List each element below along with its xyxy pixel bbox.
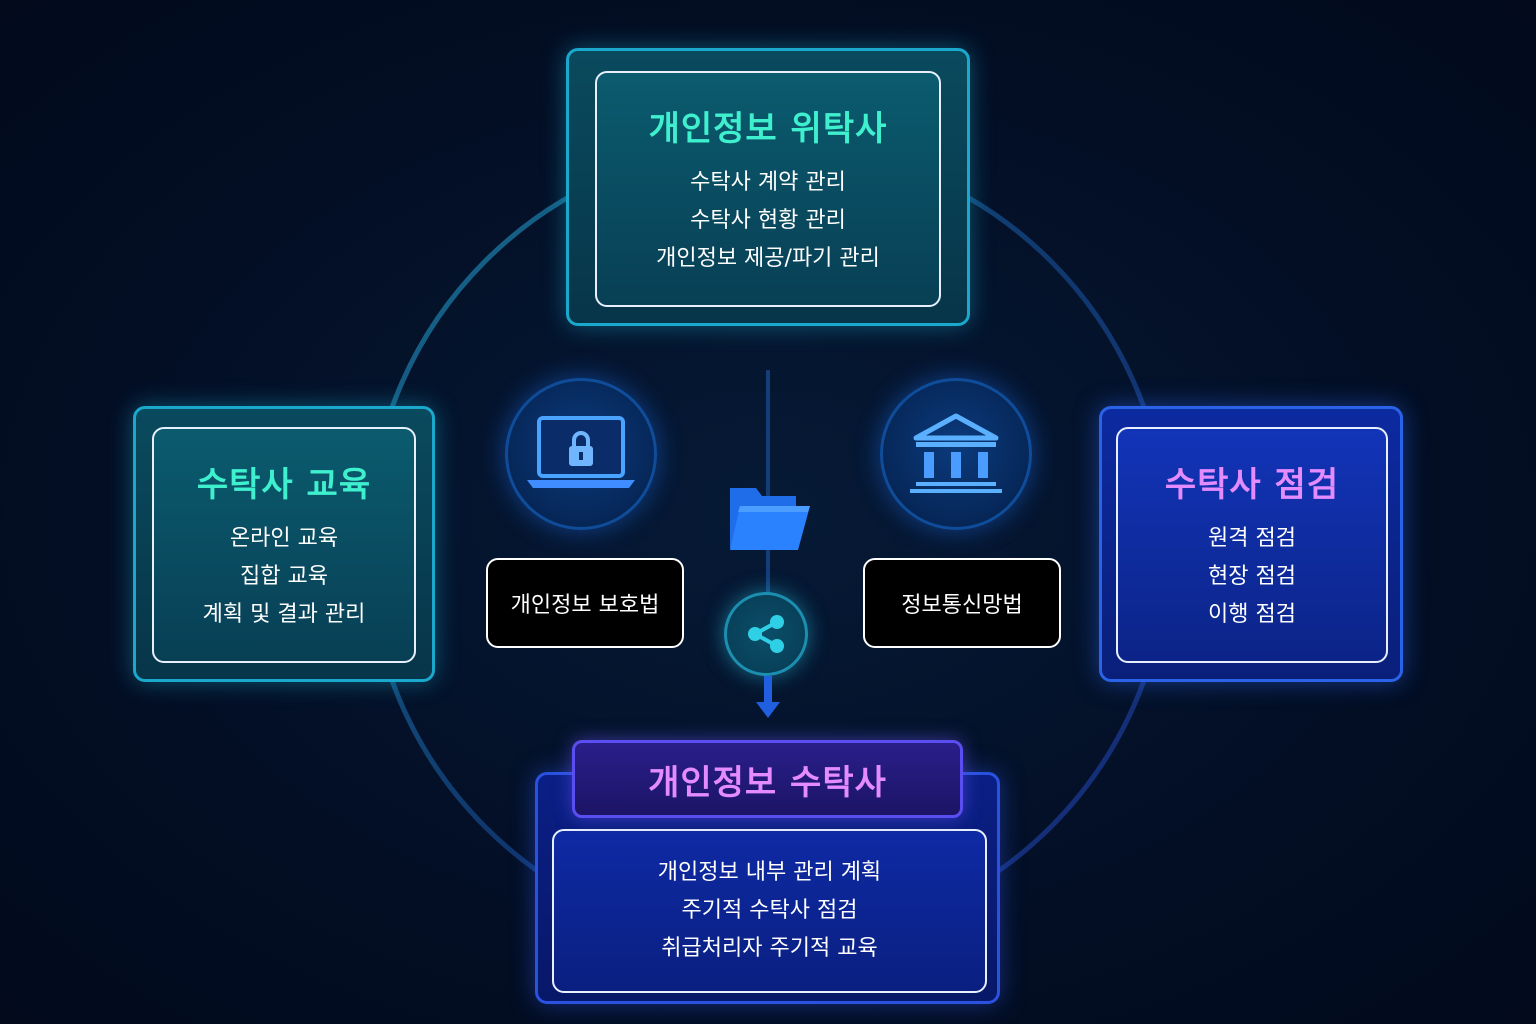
trustee-education-item: 계획 및 결과 관리 bbox=[202, 601, 366, 627]
share-icon bbox=[724, 592, 808, 676]
folder-icon bbox=[730, 488, 810, 550]
trustee-panel: 개인정보 내부 관리 계획 주기적 수탁사 점검 취급처리자 주기적 교육 bbox=[552, 829, 987, 993]
government-building-icon bbox=[880, 378, 1032, 530]
trustee-inspection-panel: 수탁사 점검 원격 점검 현장 점검 이행 점검 bbox=[1116, 427, 1388, 663]
consignor-box: 개인정보 위탁사 수탁사 계약 관리 수탁사 현황 관리 개인정보 제공/파기 … bbox=[566, 48, 970, 326]
trustee-title-bar: 개인정보 수탁사 bbox=[572, 740, 963, 818]
trustee-inspection-box: 수탁사 점검 원격 점검 현장 점검 이행 점검 bbox=[1099, 406, 1403, 682]
trustee-education-item: 온라인 교육 bbox=[229, 525, 339, 551]
network-act-label: 정보통신망법 bbox=[863, 558, 1061, 648]
privacy-act-label: 개인정보 보호법 bbox=[486, 558, 684, 648]
consignor-item: 수탁사 현황 관리 bbox=[690, 207, 846, 233]
trustee-title: 개인정보 수탁사 bbox=[648, 762, 887, 803]
arrow-down-icon bbox=[756, 676, 780, 718]
consignor-panel: 개인정보 위탁사 수탁사 계약 관리 수탁사 현황 관리 개인정보 제공/파기 … bbox=[595, 71, 941, 307]
trustee-inspection-item: 현장 점검 bbox=[1208, 563, 1296, 589]
trustee-item: 취급처리자 주기적 교육 bbox=[661, 936, 878, 961]
trustee-education-item: 집합 교육 bbox=[240, 563, 328, 589]
trustee-education-panel: 수탁사 교육 온라인 교육 집합 교육 계획 및 결과 관리 bbox=[152, 427, 416, 663]
consignor-title: 개인정보 위탁사 bbox=[648, 108, 888, 149]
privacy-act-text: 개인정보 보호법 bbox=[510, 593, 660, 618]
trustee-item: 주기적 수탁사 점검 bbox=[681, 898, 858, 923]
trustee-education-box: 수탁사 교육 온라인 교육 집합 교육 계획 및 결과 관리 bbox=[133, 406, 435, 682]
trustee-inspection-item: 이행 점검 bbox=[1208, 601, 1296, 627]
consignor-item: 수탁사 계약 관리 bbox=[690, 169, 846, 195]
laptop-lock-icon bbox=[505, 378, 657, 530]
consignor-item: 개인정보 제공/파기 관리 bbox=[656, 245, 880, 271]
network-act-text: 정보통신망법 bbox=[901, 593, 1023, 618]
trustee-item: 개인정보 내부 관리 계획 bbox=[657, 860, 882, 885]
trustee-education-title: 수탁사 교육 bbox=[196, 464, 372, 505]
trustee-inspection-title: 수탁사 점검 bbox=[1164, 464, 1340, 505]
trustee-inspection-item: 원격 점검 bbox=[1208, 525, 1296, 551]
